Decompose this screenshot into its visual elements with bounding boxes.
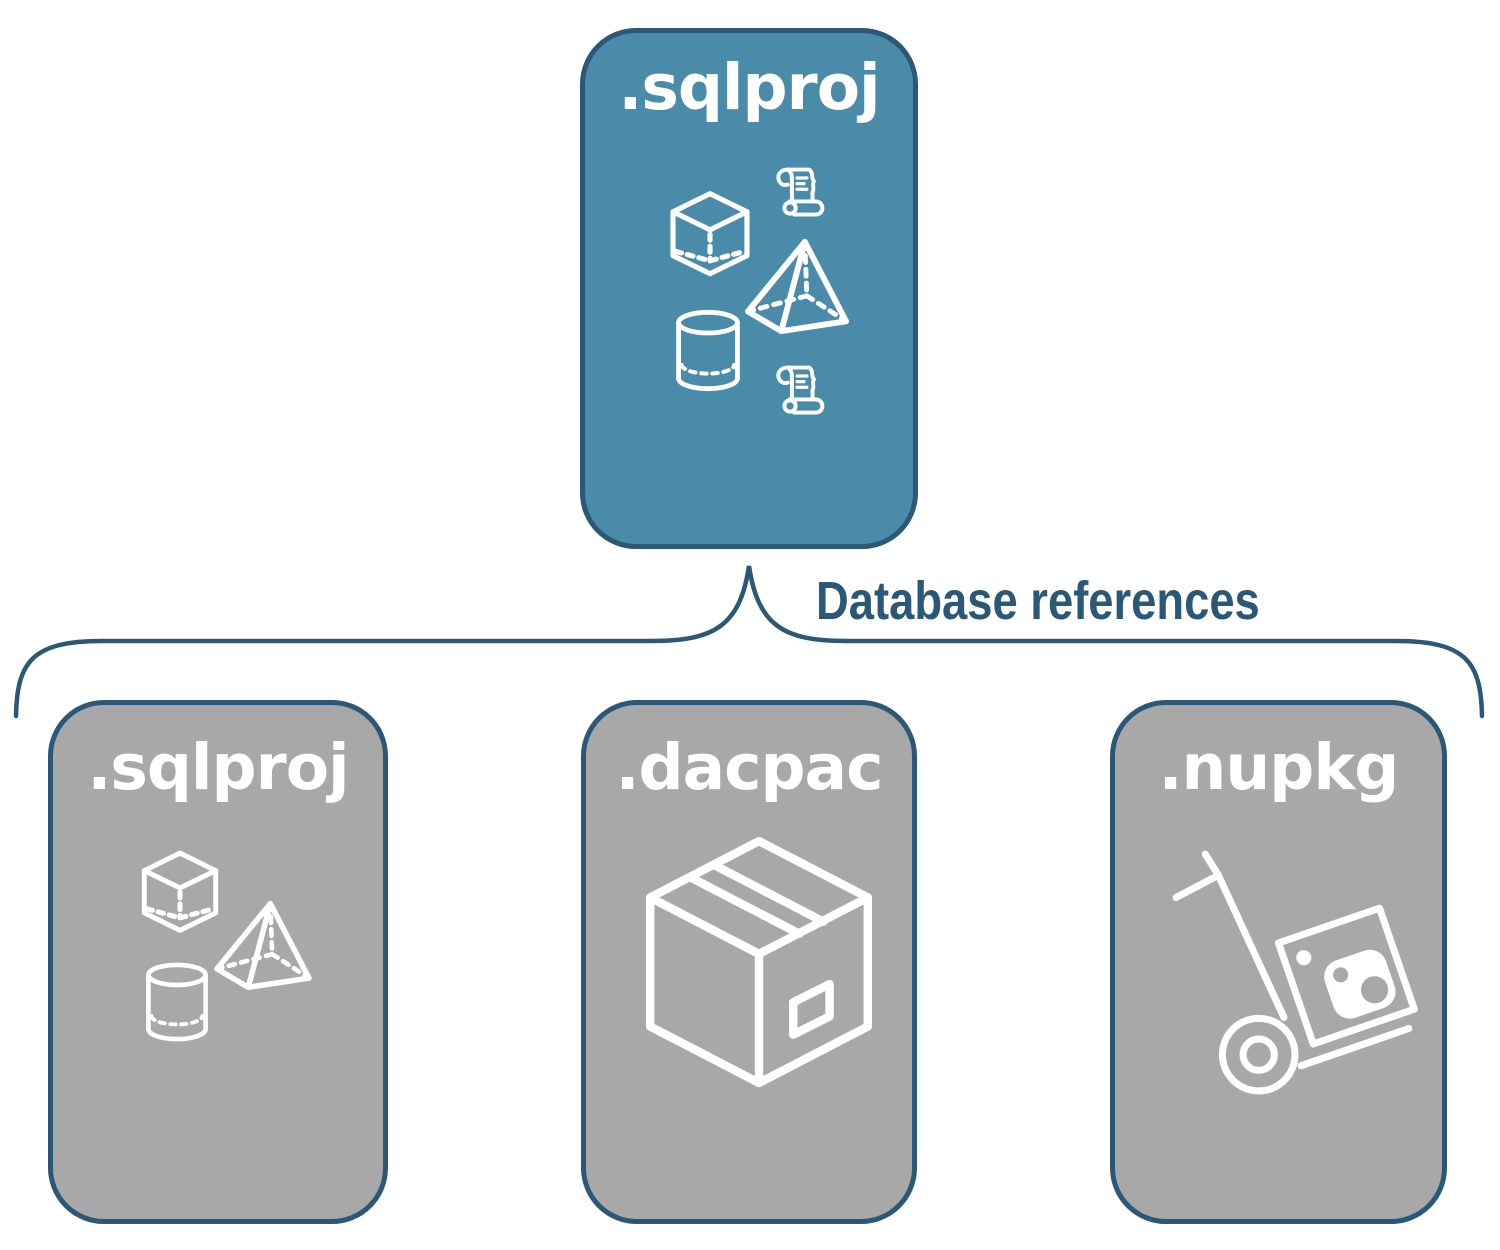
nuget-handtruck-icon bbox=[1172, 850, 1418, 1095]
nuget-package bbox=[1274, 904, 1418, 1048]
script-scroll-icon bbox=[776, 167, 825, 217]
child-node-nupkg: .nupkg bbox=[1110, 700, 1447, 1224]
cube-icon bbox=[670, 191, 750, 277]
handtruck-wheel bbox=[1218, 1014, 1299, 1095]
script-scroll-icon bbox=[776, 365, 825, 415]
root-node-title: .sqlproj bbox=[618, 51, 880, 124]
pyramid-icon bbox=[744, 238, 850, 335]
cylinder-icon bbox=[676, 309, 740, 392]
child-node-title: .sqlproj bbox=[87, 731, 349, 804]
cube-icon bbox=[141, 850, 219, 933]
child-node-dacpac: .dacpac bbox=[581, 700, 917, 1224]
package-box-icon bbox=[645, 836, 873, 1088]
cylinder-icon bbox=[146, 962, 208, 1042]
child-node-title: .nupkg bbox=[1158, 731, 1400, 804]
handtruck-handle bbox=[1201, 850, 1222, 879]
root-node-sqlproj: .sqlproj bbox=[580, 28, 918, 549]
child-node-sqlproj: .sqlproj bbox=[48, 700, 388, 1224]
connector-label: Database references bbox=[816, 571, 1260, 631]
child-node-title: .dacpac bbox=[615, 731, 884, 804]
pyramid-icon bbox=[214, 900, 312, 991]
